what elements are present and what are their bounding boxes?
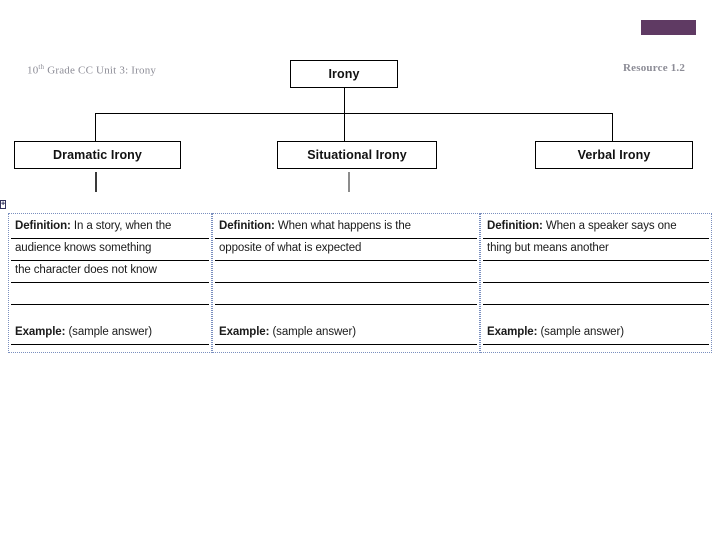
connector-drop-left (95, 113, 97, 141)
resource-label: Resource 1.2 (623, 62, 686, 74)
definition-label-1: Definition: (15, 220, 71, 232)
writing-rule (215, 304, 477, 306)
writing-rule (11, 304, 209, 306)
example-text-2: (sample answer) (269, 326, 356, 338)
example-text-1: (sample answer) (65, 326, 152, 338)
writing-rule (483, 344, 709, 346)
worksheet-column-dramatic: Definition: In a story, when the audienc… (8, 213, 212, 353)
definition-line-1-2[interactable]: the character does not know (15, 264, 157, 276)
connector-drop-right (612, 113, 614, 141)
connector-root-vertical (344, 88, 346, 141)
definition-text-3: When a speaker says one (542, 220, 677, 232)
writing-rule (11, 282, 209, 284)
definition-label-2: Definition: (219, 220, 275, 232)
definition-label-3: Definition: (487, 220, 543, 232)
node-irony[interactable]: Irony (290, 60, 398, 88)
writing-rule (483, 238, 709, 240)
writing-rule (483, 304, 709, 306)
definition-line-1-1[interactable]: audience knows something (15, 242, 152, 254)
node-verbal-irony[interactable]: Verbal Irony (535, 141, 693, 169)
node-verbal-irony-label: Verbal Irony (577, 148, 651, 162)
example-label-3: Example: (487, 326, 538, 338)
writing-rule (11, 344, 209, 346)
accent-bar (641, 20, 696, 35)
connector-stub-situational (348, 172, 350, 192)
unit-header-suffix: Grade CC Unit 3: Irony (44, 64, 157, 77)
connector-stub-dramatic (95, 172, 97, 192)
worksheet-column-situational: Definition: When what happens is the opp… (212, 213, 480, 353)
definition-text-1: In a story, when the (70, 220, 172, 232)
unit-header: 10th Grade CC Unit 3: Irony (27, 63, 156, 77)
definition-text-2: When what happens is the (274, 220, 411, 232)
definition-row-1[interactable]: Definition: In a story, when the (15, 220, 171, 232)
connector-horizontal-bus (95, 113, 613, 115)
example-row-3[interactable]: Example: (sample answer) (487, 326, 624, 338)
unit-header-prefix: 10 (27, 64, 39, 77)
node-irony-label: Irony (328, 67, 360, 81)
writing-rule (215, 238, 477, 240)
example-row-2[interactable]: Example: (sample answer) (219, 326, 356, 338)
writing-rule (11, 238, 209, 240)
example-text-3: (sample answer) (537, 326, 624, 338)
node-dramatic-irony[interactable]: Dramatic Irony (14, 141, 181, 169)
writing-rule (215, 282, 477, 284)
worksheet-table: Definition: In a story, when the audienc… (8, 213, 712, 353)
example-row-1[interactable]: Example: (sample answer) (15, 326, 152, 338)
node-situational-irony-label: Situational Irony (307, 148, 407, 162)
definition-row-2[interactable]: Definition: When what happens is the (219, 220, 411, 232)
writing-rule (215, 344, 477, 346)
node-situational-irony[interactable]: Situational Irony (277, 141, 437, 169)
writing-rule (483, 282, 709, 284)
worksheet-column-verbal: Definition: When a speaker says one thin… (480, 213, 712, 353)
definition-line-2-1[interactable]: opposite of what is expected (219, 242, 362, 254)
example-label-2: Example: (219, 326, 270, 338)
definition-line-3-1[interactable]: thing but means another (487, 242, 609, 254)
example-label-1: Example: (15, 326, 66, 338)
writing-rule (483, 260, 709, 262)
writing-rule (11, 260, 209, 262)
node-dramatic-irony-label: Dramatic Irony (53, 148, 142, 162)
definition-row-3[interactable]: Definition: When a speaker says one (487, 220, 677, 232)
table-move-handle-icon[interactable]: ✚ (0, 200, 6, 209)
writing-rule (215, 260, 477, 262)
unit-header-superscript: th (38, 63, 45, 71)
